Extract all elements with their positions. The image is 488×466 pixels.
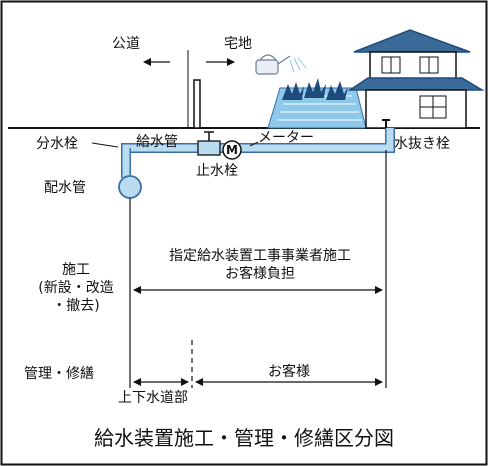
garden-illustration	[255, 54, 367, 129]
meter-symbol: M	[226, 143, 238, 157]
water-meter-icon	[222, 140, 242, 160]
meter-leader	[249, 141, 259, 147]
distribution-main-icon	[118, 175, 142, 199]
property-boundary-post	[193, 79, 201, 129]
customer-range-label: お客様	[268, 364, 310, 380]
construction-label-line1: 施工	[62, 262, 90, 278]
house-lower-roof	[347, 77, 485, 91]
diagram-title: 給水装置施工・管理・修繕区分図	[94, 426, 394, 450]
branch-fitting-label: 分水栓	[36, 136, 78, 152]
watering-can-icon	[255, 54, 291, 75]
construction-label-line3: ・撤去)	[52, 298, 100, 314]
public-road-label: 公道	[112, 36, 140, 52]
management-label: 管理・修繕	[24, 366, 94, 382]
construction-cost-text: お客様負担	[225, 266, 295, 282]
construction-label-line2: (新設・改造	[38, 280, 114, 296]
house-lower-floor	[365, 89, 467, 129]
service-pipe-label: 給水管	[136, 134, 178, 150]
branch-fitting-leader	[91, 142, 119, 148]
house-illustration	[347, 29, 485, 129]
drain-valve-label: 水抜き栓	[394, 136, 450, 152]
water-drops	[289, 57, 307, 73]
stop-valve-icon	[197, 131, 221, 156]
meter-label: メーター	[258, 130, 314, 146]
utility-range-label: 上下水道部	[118, 390, 188, 406]
construction-contractor-text: 指定給水装置工事事業者施工	[169, 248, 351, 264]
house-upper-roof	[353, 29, 471, 53]
stop-valve-label: 止水栓	[196, 163, 238, 179]
service-pipe	[121, 128, 395, 178]
residential-land-label: 宅地	[224, 36, 252, 52]
plants	[282, 78, 348, 100]
distribution-main-label: 配水管	[44, 180, 86, 196]
